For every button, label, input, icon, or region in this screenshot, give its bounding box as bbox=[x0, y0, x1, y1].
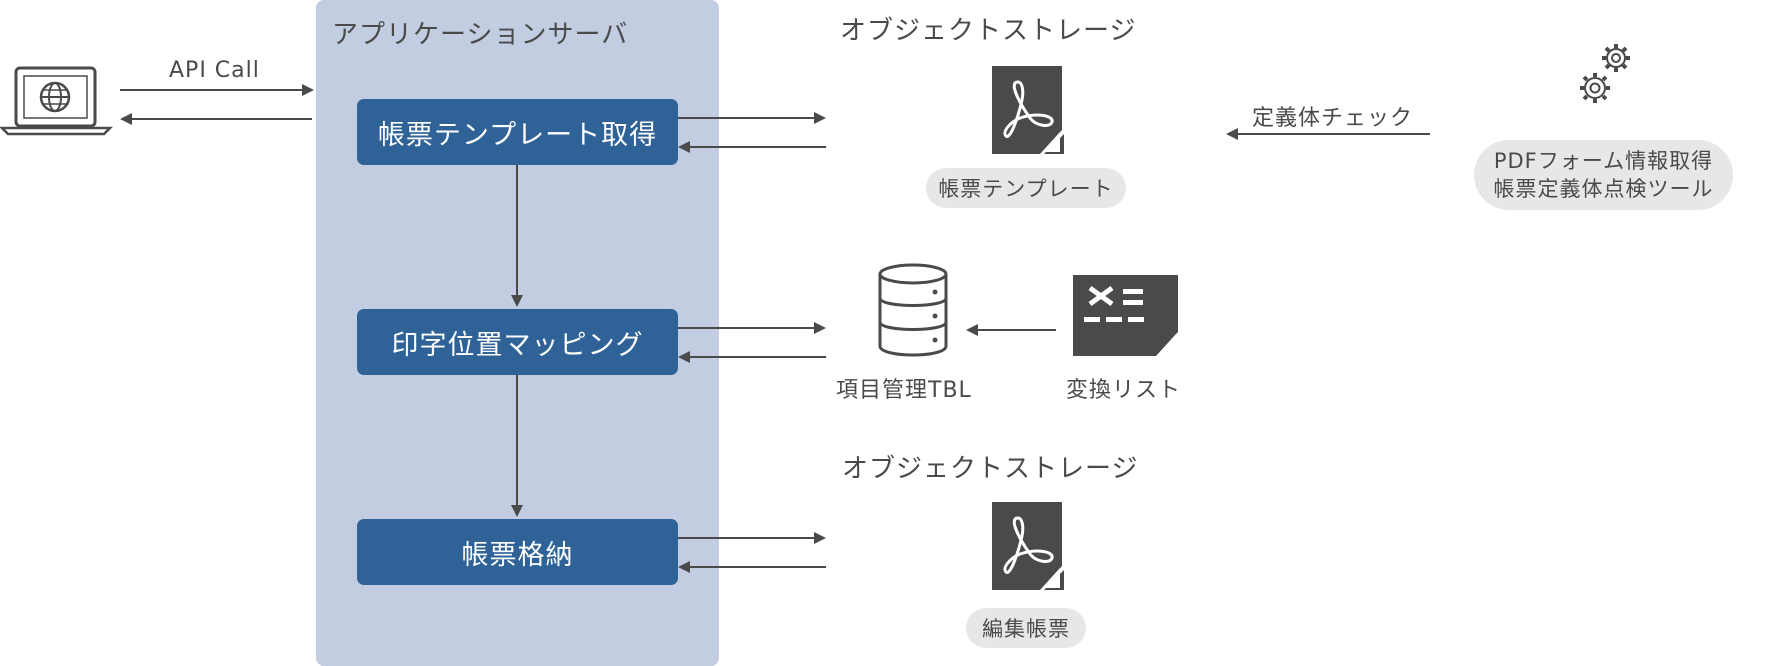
step-print-position-mapping: 印字位置マッピング bbox=[357, 309, 678, 375]
database-icon bbox=[878, 263, 948, 357]
conversion-list-label: 変換リスト bbox=[1066, 378, 1182, 403]
item-table-label: 項目管理TBL bbox=[836, 378, 972, 403]
excel-file-icon bbox=[1073, 275, 1178, 356]
object-storage-title-top: オブジェクトストレージ bbox=[840, 16, 1137, 46]
tool-line-1: PDFフォーム情報取得 bbox=[1493, 149, 1714, 173]
application-server-title: アプリケーションサーバ bbox=[332, 20, 629, 50]
pdf-file-icon-top bbox=[992, 66, 1064, 154]
definition-check-label: 定義体チェック bbox=[1252, 106, 1414, 131]
object-storage-title-bottom: オブジェクトストレージ bbox=[842, 454, 1139, 484]
pdf-inspection-tool: PDFフォーム情報取得 帳票定義体点検ツール bbox=[1474, 140, 1733, 210]
laptop-globe-icon bbox=[0, 66, 114, 136]
api-call-label: API Call bbox=[169, 58, 260, 83]
edited-form-label: 編集帳票 bbox=[966, 608, 1086, 648]
template-file-label: 帳票テンプレート bbox=[926, 168, 1126, 208]
step-get-template: 帳票テンプレート取得 bbox=[357, 99, 678, 165]
gears-icon bbox=[1580, 44, 1630, 103]
pdf-file-icon-bottom bbox=[992, 502, 1064, 590]
tool-line-2: 帳票定義体点検ツール bbox=[1493, 177, 1714, 201]
step-store-form: 帳票格納 bbox=[357, 519, 678, 585]
